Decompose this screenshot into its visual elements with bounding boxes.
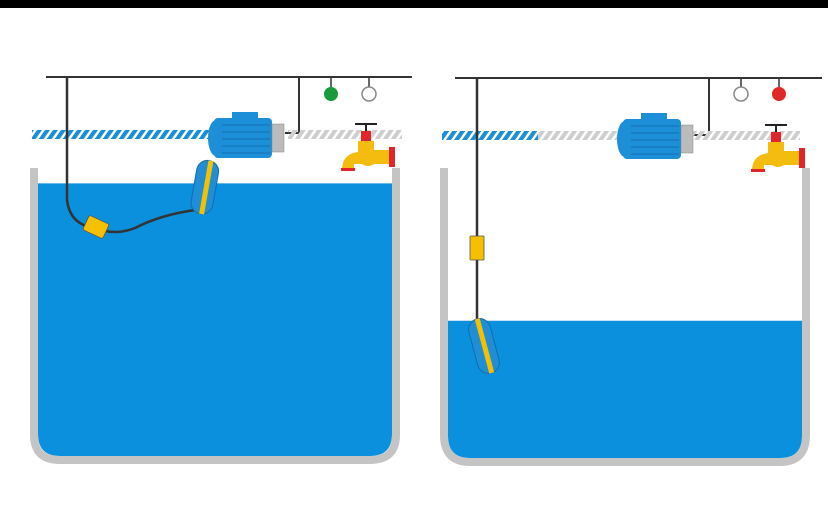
float-switch [190,159,220,215]
pipe-filled [32,130,212,139]
motor-icon [617,113,694,159]
water [448,320,802,458]
top-bar [0,0,828,8]
tap-icon [341,123,395,171]
tank-wall [30,168,400,464]
motor-icon [208,112,285,158]
tap-icon [751,124,805,172]
cable-weight [469,235,485,261]
indicator-light-red [772,87,786,101]
tank-wall [440,168,810,466]
float-switch [468,318,500,374]
pipe-empty [288,130,402,139]
pipe-filled [442,131,538,140]
indicator-light-off [733,86,749,102]
indicator-light-green [324,87,338,101]
cable-weight [82,215,110,239]
indicator-light-off [361,86,377,102]
float-cable [65,77,196,234]
scene-full-tank [30,76,412,464]
scene-low-tank [440,77,822,466]
water [38,183,392,457]
